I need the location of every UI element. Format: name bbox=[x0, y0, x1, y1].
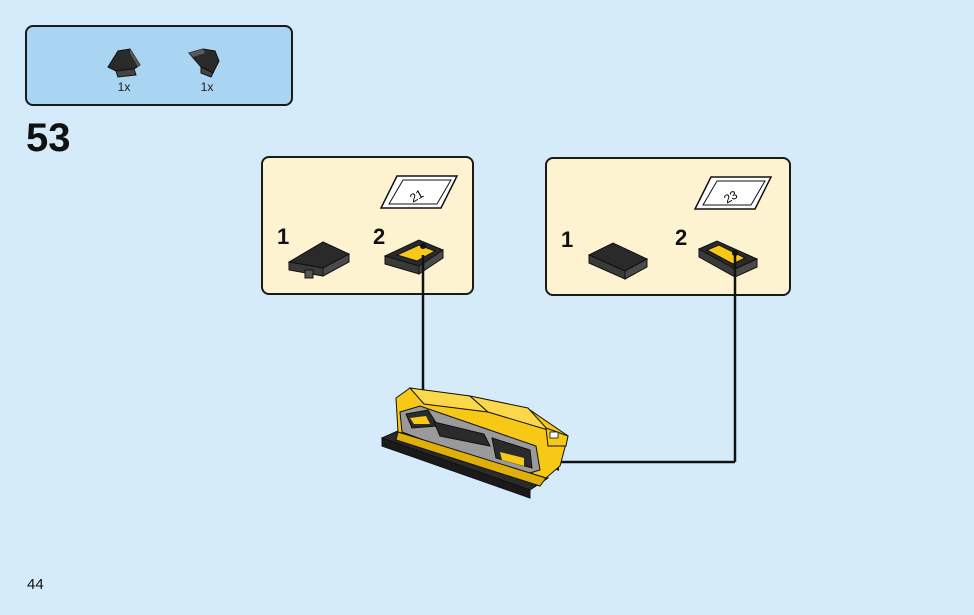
slope-wedge-brick-icon bbox=[287, 241, 351, 279]
step-number: 53 bbox=[26, 116, 71, 160]
reference-sheet-icon bbox=[379, 175, 459, 209]
slope-wedge-left-icon bbox=[107, 48, 141, 78]
connector-arrow-2 bbox=[540, 253, 737, 471]
sub-step-label: 1 bbox=[561, 227, 574, 252]
car-body-model bbox=[380, 387, 569, 499]
part-item: 1x bbox=[104, 45, 144, 95]
sub-step-label: 2 bbox=[373, 224, 386, 249]
slope-wedge-right-icon bbox=[188, 48, 220, 78]
slope-wedge-brick-icon bbox=[587, 242, 649, 280]
reference-sheet-icon bbox=[693, 176, 773, 210]
wedge-brick-with-tile-icon bbox=[383, 239, 445, 275]
page-number: 44 bbox=[27, 576, 44, 593]
parts-list-box: 1x 1x bbox=[25, 25, 293, 106]
sub-assembly-box-2: 1 2 23 bbox=[545, 157, 791, 296]
sub-step-label: 1 bbox=[277, 224, 290, 249]
sub-step-label: 2 bbox=[675, 225, 688, 250]
part-quantity: 1x bbox=[200, 80, 214, 94]
part-item: 1x bbox=[187, 45, 227, 95]
sub-assembly-box-1: 1 2 21 bbox=[261, 156, 474, 295]
wedge-brick-with-tile-icon bbox=[697, 240, 759, 278]
part-quantity: 1x bbox=[117, 80, 131, 94]
